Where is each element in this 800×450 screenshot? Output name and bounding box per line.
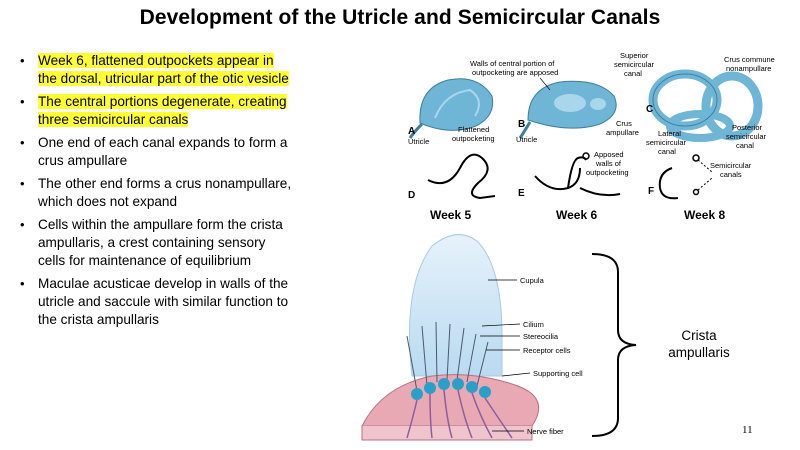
label-posterior: Posterior [732, 123, 763, 132]
label-lateral: Lateral [658, 129, 681, 138]
bullet-text: Maculae acusticae develop in walls of th… [38, 276, 289, 327]
label-superior: Superior [620, 51, 649, 60]
label-lateral: canal [658, 147, 676, 156]
panel-letter: A [408, 126, 415, 137]
label-walls-central: Walls of central portion of [470, 59, 555, 68]
label-crus-ampullare: ampullare [606, 128, 639, 137]
label-apposed: Apposed [594, 150, 624, 159]
bullet-item: Week 6, flattened outpockets appear in t… [16, 52, 296, 88]
slide-title: Development of the Utricle and Semicircu… [139, 6, 661, 29]
panel-c-illustration [648, 69, 763, 142]
cupula-shape [409, 234, 503, 377]
label-crus-commune: nonampullare [726, 64, 771, 73]
label-cilium: Cilium [523, 320, 544, 329]
bullet-text: One end of each canal expands to form a … [38, 135, 288, 168]
page-number: 11 [742, 424, 753, 436]
label-semicircular-canals: canals [720, 170, 742, 179]
panel-letter: F [648, 186, 654, 197]
label-posterior: semicircular [726, 132, 767, 141]
bullet-item: One end of each canal expands to form a … [16, 134, 296, 170]
bullet-item: The other end forms a crus nonampullare,… [16, 175, 296, 211]
label-semicircular-canals: Semicircular [710, 161, 752, 170]
bullet-item: Maculae acusticae develop in walls of th… [16, 275, 296, 329]
label-receptor-cells: Receptor cells [523, 346, 571, 355]
panel-letter: D [408, 190, 415, 201]
label-lateral: semicircular [646, 138, 687, 147]
epithelium-mound [361, 374, 540, 427]
receptor-cells [411, 378, 491, 400]
label-crus-commune: Crus commune [724, 55, 775, 64]
label-utricle: Utricle [408, 137, 429, 146]
panel-a-illustration [408, 78, 494, 139]
label-superior: semicircular [614, 60, 655, 69]
bullet-text: Week 6, flattened outpockets appear in t… [38, 53, 289, 86]
bullet-text: The other end forms a crus nonampullare,… [38, 176, 292, 209]
bullet-list: Week 6, flattened outpockets appear in t… [16, 52, 296, 334]
panel-letter: C [646, 104, 653, 115]
bullet-text: The central portions degenerate, creatin… [38, 94, 287, 127]
label-apposed: walls of [595, 159, 622, 168]
panel-b-illustration [518, 80, 617, 139]
label-apposed: outpocketing [586, 168, 629, 177]
stereocilia-bundle [406, 321, 489, 392]
label-posterior: canal [736, 141, 754, 150]
week-label: Week 8 [684, 208, 726, 222]
bullet-item: The central portions degenerate, creatin… [16, 93, 296, 129]
panel-f-drawing [658, 154, 713, 200]
panel-letter: E [518, 188, 525, 199]
panel-letter: B [518, 119, 525, 130]
label-nerve-fiber: Nerve fiber [527, 427, 564, 436]
label-crus-ampullare: Crus [616, 119, 632, 128]
label-flattened: outpocketing [452, 134, 495, 143]
label-utricle: Utricle [516, 135, 537, 144]
label-stereocilia: Stereocilia [523, 332, 559, 341]
label-superior: canal [624, 69, 642, 78]
label-flattened: Flattened [458, 125, 489, 134]
bullet-text: Cells within the ampullare form the cris… [38, 217, 283, 268]
canal-development-figure: A B C D E F Walls of central portion of … [408, 51, 775, 201]
brace-bracket [591, 253, 637, 437]
label-cupula: Cupula [520, 276, 545, 285]
week-label: Week 6 [556, 208, 598, 222]
crista-ampullaris-label: Crista ampullaris [668, 328, 730, 360]
week-label: Week 5 [430, 208, 472, 222]
panel-d-drawing [427, 153, 496, 200]
crista-ampullaris-illustration: Cupula Cilium Stereocilia Receptor cells… [361, 234, 583, 441]
nerve-fibers [406, 389, 513, 439]
label-supporting-cell: Supporting cell [533, 369, 583, 378]
label-walls-central: outpocketing are apposed [472, 68, 558, 77]
bullet-item: Cells within the ampullare form the cris… [16, 216, 296, 270]
